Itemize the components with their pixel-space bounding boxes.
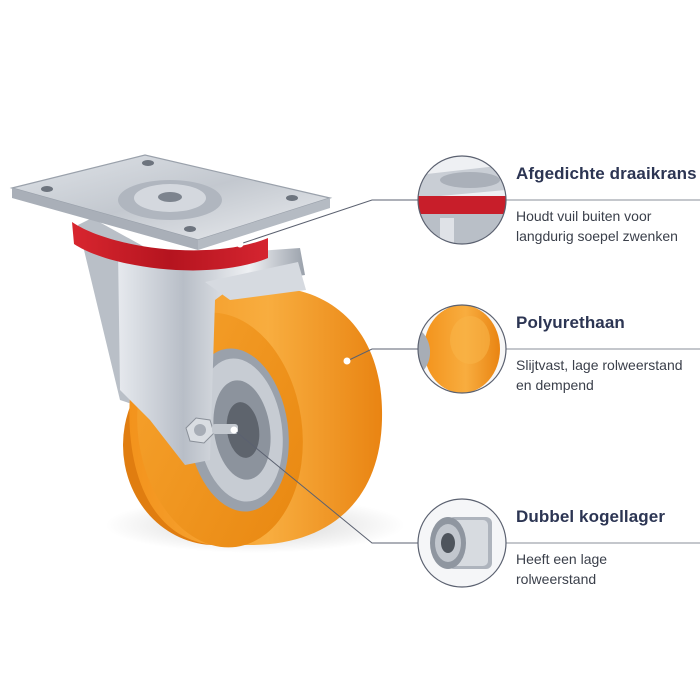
feature-desc-line: Heeft een lage bbox=[516, 551, 608, 567]
feature-title-bearing: Dubbel kogellager bbox=[516, 507, 666, 526]
leader-line-seal bbox=[239, 199, 418, 245]
feature-desc-line: en dempend bbox=[516, 377, 594, 393]
seal-ring bbox=[72, 222, 268, 271]
feature-desc-line: langdurig soepel zwenken bbox=[516, 228, 678, 244]
leader-lines bbox=[230, 199, 418, 544]
fork-front-leg bbox=[118, 248, 305, 465]
caster-wheel bbox=[9, 154, 383, 548]
feature-title-polyurethane: Polyurethaan bbox=[516, 313, 625, 332]
leader-line-polyurethane bbox=[346, 348, 418, 362]
top-plate bbox=[9, 154, 333, 250]
title-dividers bbox=[506, 199, 700, 544]
feature-desc-bearing: Heeft een lage rolweerstand bbox=[516, 549, 700, 589]
feature-desc-polyurethane: Slijtvast, lage rolweerstand en dempend bbox=[516, 355, 700, 395]
feature-desc-seal: Houdt vuil buiten voor langdurig soepel … bbox=[516, 206, 700, 246]
feature-title-seal: Afgedichte draaikrans bbox=[516, 164, 697, 183]
leader-line-bearing bbox=[233, 429, 418, 544]
feature-desc-line: Houdt vuil buiten voor bbox=[516, 208, 652, 224]
ball-bearing-closeup-icon bbox=[417, 498, 507, 588]
polyurethane-tread-closeup-icon bbox=[417, 304, 507, 394]
feature-desc-line: rolweerstand bbox=[516, 571, 597, 587]
feature-desc-line: Slijtvast, lage rolweerstand bbox=[516, 357, 683, 373]
sealed-swivel-ring-closeup-icon bbox=[417, 155, 507, 245]
